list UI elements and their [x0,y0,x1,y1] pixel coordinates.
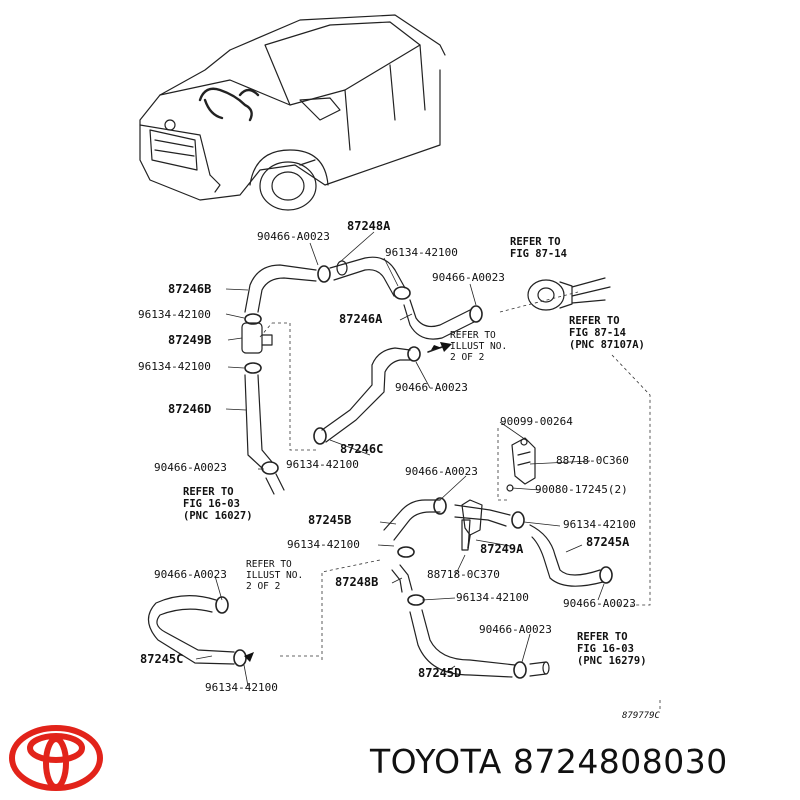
refer-note-line: REFER TO [510,236,561,248]
refer-note-line: (PNC 16279) [577,655,647,667]
part-label: 88718-0C370 [427,568,500,581]
part-label: 90466-A0023 [395,381,468,394]
part-label: 96134-42100 [205,681,278,694]
part-label: 90466-A0023 [432,271,505,284]
part-label: 90099-00264 [500,415,573,428]
part-label: 90466-A0023 [563,597,636,610]
truck-illustration [139,14,446,211]
brand-name: TOYOTA [370,742,502,781]
refer-note-line: FIG 87-14 [569,327,626,339]
refer-note-line: ILLUST NO. [450,341,508,352]
refer-note: REFER TO FIG 87-14 [510,236,567,260]
part-label: 87245C [140,652,184,666]
refer-note-line: (PNC 16027) [183,510,253,522]
part-label: 90466-A0023 [257,230,330,243]
refer-note-line: ILLUST NO. [246,570,304,581]
refer-note: REFER TO FIG 87-14 (PNC 87107A) [569,315,645,351]
part-label: 96134-42100 [286,458,359,471]
refer-note-line: FIG 16-03 [577,643,634,655]
part-label: 87245D [418,666,462,680]
part-label: 96134-42100 [456,591,529,604]
part-label: 87246D [168,402,212,416]
part-label: 87245B [308,513,352,527]
brand-part-number: TOYOTA 8724808030 [370,742,728,781]
refer-note: REFER TO FIG 16-03 (PNC 16279) [577,631,647,667]
part-label: 90466-A0023 [479,623,552,636]
part-label: 96134-42100 [385,246,458,259]
refer-note: REFER TO ILLUST NO. 2 OF 2 [246,559,303,592]
refer-note-line: REFER TO [569,315,620,327]
part-label: 87248B [335,575,379,589]
drawing-code: 879779C [622,711,660,721]
part-label: 87246C [340,442,384,456]
part-label: 96134-42100 [138,360,211,373]
refer-note-line: REFER TO [183,486,234,498]
refer-note-line: FIG 87-14 [510,248,567,260]
part-label: 90466-A0023 [154,568,227,581]
part-label: 87249B [168,333,212,347]
toyota-logo-icon [9,725,103,791]
refer-note-line: REFER TO [577,631,628,643]
refer-note-line: 2 OF 2 [246,581,281,592]
part-label: 87249A [480,542,524,556]
part-label: 96134-42100 [287,538,360,551]
part-label: 90080-17245(2) [535,483,628,496]
clamp-arrows [244,342,452,662]
refer-note-line: REFER TO [246,559,292,570]
refer-note-line: FIG 16-03 [183,498,240,510]
refer-note-line: REFER TO [450,330,496,341]
part-label: 96134-42100 [563,518,636,531]
part-label: 87245A [586,535,630,549]
part-label: 87246A [339,312,383,326]
refer-note: REFER TO ILLUST NO. 2 OF 2 [450,330,507,363]
part-number: 8724808030 [512,742,728,781]
part-label: 87248A [347,219,391,233]
hoses [147,256,613,679]
part-label: 90466-A0023 [154,461,227,474]
refer-note-line: (PNC 87107A) [569,339,645,351]
refer-note: REFER TO FIG 16-03 (PNC 16027) [183,486,253,522]
part-label: 96134-42100 [138,308,211,321]
part-label: 90466-A0023 [405,465,478,478]
part-label: 87246B [168,282,212,296]
refer-note-line: 2 OF 2 [450,352,485,363]
leader-lines [195,231,605,687]
dashed-reference-lines [259,291,661,710]
part-label: 88718-0C360 [556,454,629,467]
